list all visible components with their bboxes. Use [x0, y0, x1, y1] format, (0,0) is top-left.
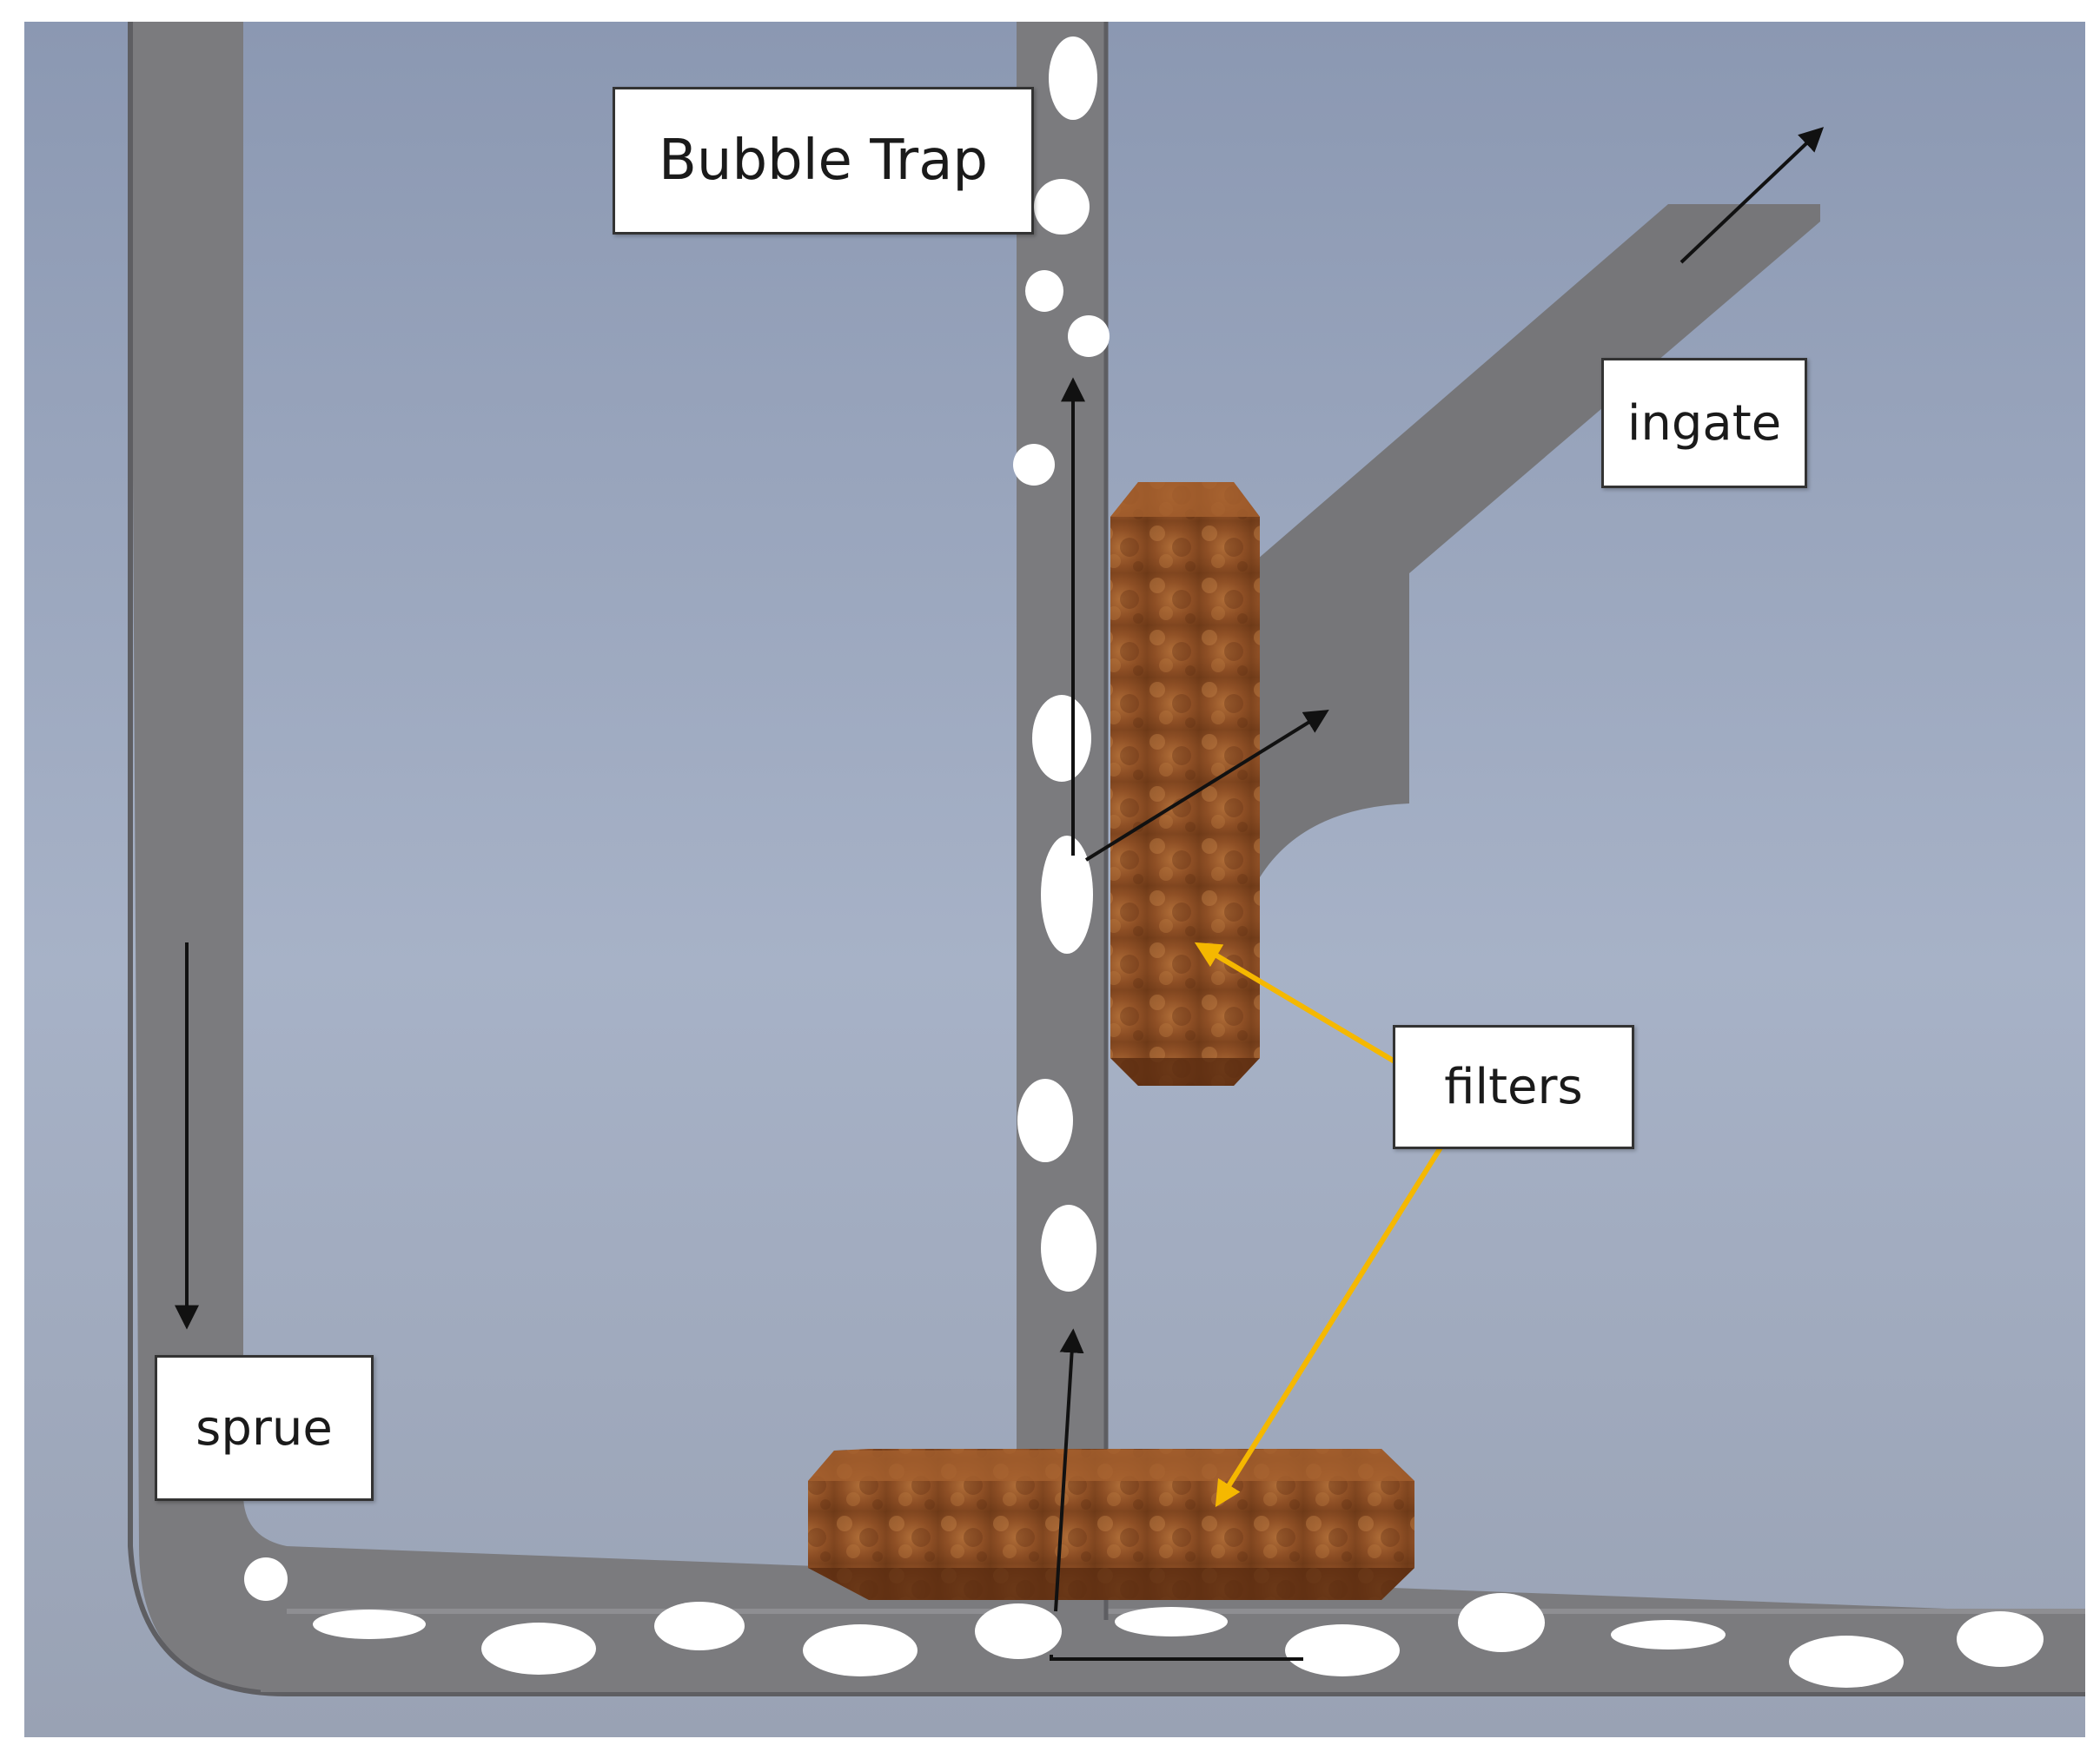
- bubble: [1458, 1593, 1545, 1652]
- ingate-exit-arrow: [1679, 127, 1825, 264]
- ingate-diagonal-arrow: [1084, 710, 1329, 862]
- runner-bottom-line: [1050, 1655, 1303, 1661]
- trap-up-arrow-lower: [1054, 1328, 1084, 1612]
- bubble-trap-label: Bubble Trap: [613, 87, 1034, 235]
- pointer-to-horizontal-filter: [1215, 1143, 1445, 1508]
- runner-bubbles: [244, 1557, 2044, 1688]
- pointer-to-vertical-filter: [1194, 942, 1411, 1073]
- filters-label: filters: [1393, 1025, 1634, 1149]
- ingate-channel: [1251, 204, 1820, 886]
- vertical-filter: [1110, 482, 1260, 1086]
- bubble: [1017, 1079, 1073, 1162]
- bubble: [1032, 695, 1091, 782]
- bubble-trap-bubbles: [1013, 36, 1110, 1292]
- bubble: [1068, 315, 1110, 357]
- bubble: [1013, 444, 1055, 486]
- bubble: [1115, 1607, 1228, 1636]
- bubble: [1789, 1636, 1904, 1688]
- bubble: [244, 1557, 288, 1601]
- bubble: [1049, 36, 1097, 120]
- bubble-trap-channel: [1017, 22, 1108, 1620]
- bubble: [1957, 1611, 2044, 1667]
- flow-arrows: [175, 127, 1825, 1661]
- sprue-label: sprue: [155, 1355, 374, 1501]
- sprue-channel-edge: [128, 22, 2085, 1696]
- bubble: [654, 1602, 745, 1650]
- bubble: [803, 1624, 918, 1676]
- bubble: [975, 1603, 1062, 1659]
- ingate-label: ingate: [1601, 358, 1807, 488]
- pointer-arrows: [1194, 942, 1445, 1508]
- bubble: [1025, 270, 1063, 312]
- bubble: [1285, 1624, 1400, 1676]
- horizontal-filter: [808, 1449, 1414, 1600]
- bubble: [481, 1623, 596, 1675]
- bubble: [1611, 1620, 1726, 1650]
- bubble: [1041, 1205, 1096, 1292]
- bubble: [1041, 836, 1093, 954]
- bubble: [313, 1610, 426, 1639]
- bubble: [1034, 179, 1090, 235]
